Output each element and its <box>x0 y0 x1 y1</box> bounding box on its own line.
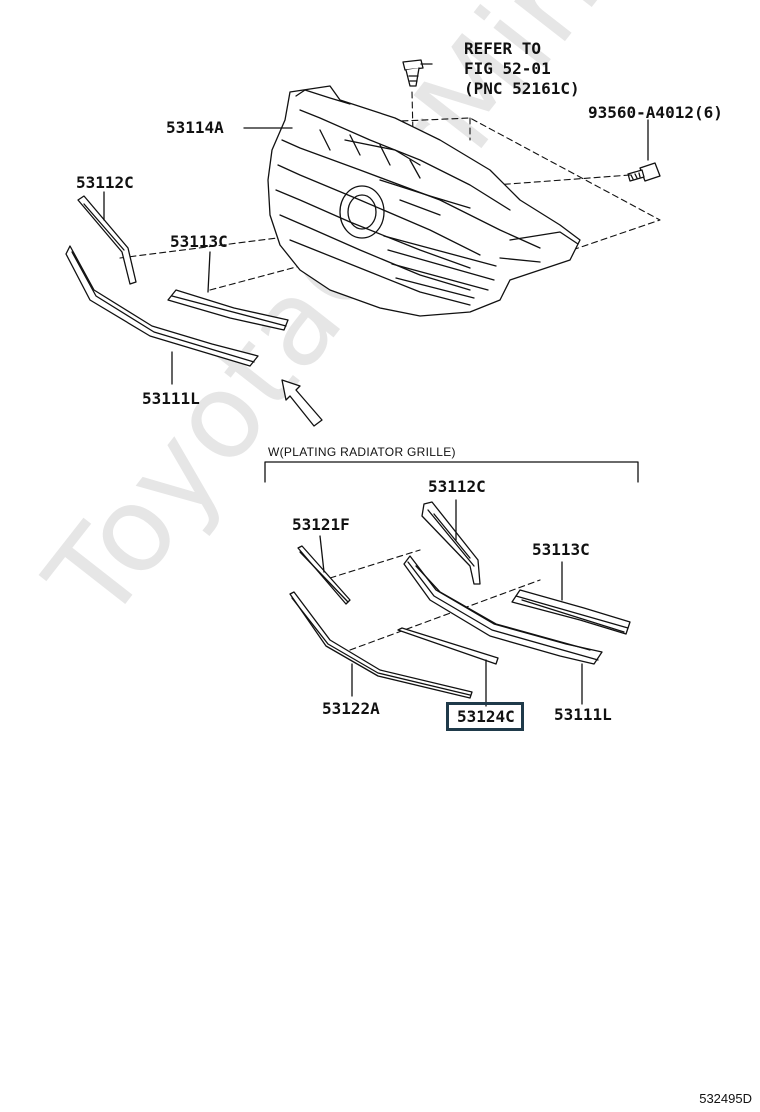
label-grille-part: 53114A <box>166 118 224 137</box>
radiator-grille-drawing <box>267 85 581 317</box>
label-lower-molding-top: 53111L <box>142 389 200 408</box>
lower-molding-top-drawing <box>65 245 259 367</box>
label-center-molding-bottom: 53113C <box>532 540 590 559</box>
leader-lines-bottom <box>319 499 583 707</box>
side-molding-drawing <box>297 545 351 605</box>
label-highlighted-part[interactable]: 53124C <box>446 702 524 731</box>
refer-note-line2: FIG 52-01 <box>464 59 551 78</box>
clip-fastener <box>402 59 433 87</box>
highlighted-strip-drawing <box>397 627 499 665</box>
arrow-indicator <box>281 379 323 427</box>
label-upper-molding-bottom: 53112C <box>428 477 486 496</box>
upper-molding-top-drawing <box>77 195 137 285</box>
bolt <box>627 119 661 182</box>
refer-note-line3: (PNC 52161C) <box>464 79 580 98</box>
label-bolt-part: 93560-A4012(6) <box>588 103 723 122</box>
label-side-molding: 53121F <box>292 515 350 534</box>
variant-note: W(PLATING RADIATOR GRILLE) <box>268 445 456 459</box>
leader-lines-top <box>103 127 293 385</box>
label-center-molding-top: 53113C <box>170 232 228 251</box>
variant-bracket <box>264 461 639 483</box>
label-lower-molding-bottom: 53111L <box>554 705 612 724</box>
label-upper-molding-top: 53112C <box>76 173 134 192</box>
upper-molding-bottom-drawing <box>421 501 481 585</box>
center-molding-top-drawing <box>167 289 289 331</box>
lower-strip-drawing <box>289 591 473 699</box>
figure-id: 532495D <box>699 1091 752 1106</box>
label-lower-strip: 53122A <box>322 699 380 718</box>
lower-molding-bottom-drawing <box>403 555 603 665</box>
center-molding-bottom-drawing <box>511 589 631 635</box>
refer-note-line1: REFER TO <box>464 39 542 58</box>
